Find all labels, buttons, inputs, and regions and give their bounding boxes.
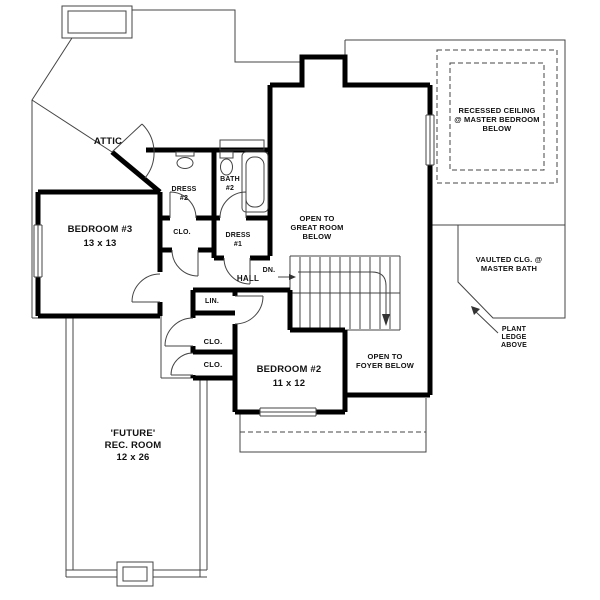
plant-label-3: ABOVE xyxy=(501,342,527,349)
closet-mid-label: CLO. xyxy=(204,337,223,346)
recessed-ceiling-label-1: RECESSED CEILING xyxy=(459,106,536,115)
bedroom3-dims: 13 x 13 xyxy=(83,238,116,249)
plant-label-1: PLANT xyxy=(502,326,527,333)
fixtures xyxy=(175,151,269,213)
hall-label: HALL xyxy=(237,274,259,283)
bath2-label-1: BATH xyxy=(220,176,240,183)
stair-treads xyxy=(299,257,391,329)
dress2-door-swing xyxy=(169,191,197,219)
rec-room-label-2: REC. ROOM xyxy=(105,440,162,451)
open-foyer-label-1: OPEN TO xyxy=(367,352,402,361)
vaulted-label-1: VAULTED CLG. @ xyxy=(476,255,543,264)
dn-arrow-icon xyxy=(289,274,296,280)
vaulted-label-2: MASTER BATH xyxy=(481,264,537,273)
bath-window-bay xyxy=(219,139,265,151)
plant-label-2: LEDGE xyxy=(501,334,526,341)
staircase xyxy=(278,255,401,331)
down-label: DN. xyxy=(263,267,276,274)
closet-top-door-swing xyxy=(171,249,199,277)
bedroom2-window xyxy=(259,407,317,417)
plant-arrow-icon xyxy=(471,306,480,315)
dress1-label-2: #1 xyxy=(234,241,242,248)
bedroom2-dims: 11 x 12 xyxy=(273,378,306,389)
attic-label: ATTIC xyxy=(94,136,122,147)
bedroom3-label: BEDROOM #3 xyxy=(68,224,133,235)
labels: ATTIC BEDROOM #3 13 x 13 DRESS #2 BATH #… xyxy=(68,106,543,463)
dress2-label-1: DRESS xyxy=(171,186,196,193)
chimney-bottom xyxy=(116,561,154,587)
rec-room-label-3: 12 x 26 xyxy=(116,452,149,463)
open-great-label-2: GREAT ROOM xyxy=(290,223,343,232)
bedroom3-door-swing xyxy=(131,273,161,303)
dress1-door-swing xyxy=(223,257,251,285)
open-foyer-label-2: FOYER BELOW xyxy=(356,361,415,370)
closet-mid-door-swing xyxy=(164,317,194,347)
great-room-window xyxy=(425,114,435,166)
recessed-ceiling-label-2: @ MASTER BEDROOM xyxy=(454,115,540,124)
toilet-icon xyxy=(219,151,234,176)
stair-down-arrow-icon xyxy=(382,314,390,326)
attic-door-swing xyxy=(111,123,155,179)
open-great-label-1: OPEN TO xyxy=(299,214,334,223)
linen-label: LIN. xyxy=(205,298,219,305)
recessed-ceiling-outline xyxy=(436,49,558,184)
rec-room-label-1: 'FUTURE' xyxy=(111,428,156,439)
door-swings xyxy=(111,123,264,376)
chimney-top xyxy=(61,5,133,39)
closet-top-label: CLO. xyxy=(173,229,191,236)
bedroom2-label: BEDROOM #2 xyxy=(257,364,322,375)
windows xyxy=(33,114,435,417)
dress1-label-1: DRESS xyxy=(225,232,250,239)
closet-low-label: CLO. xyxy=(204,360,223,369)
bedroom3-window xyxy=(33,224,43,278)
recessed-ceiling-label-3: BELOW xyxy=(483,124,513,133)
bedroom2-door-swing xyxy=(234,295,264,325)
sink-icon xyxy=(175,151,195,169)
plant-ledge-pointer xyxy=(471,306,499,334)
stair-walk-line xyxy=(298,271,387,316)
bathtub-icon xyxy=(241,151,269,213)
open-great-label-3: BELOW xyxy=(303,232,333,241)
dress2-label-2: #2 xyxy=(180,195,188,202)
closet-low-door-swing xyxy=(170,352,194,376)
bath2-label-2: #2 xyxy=(226,185,234,192)
